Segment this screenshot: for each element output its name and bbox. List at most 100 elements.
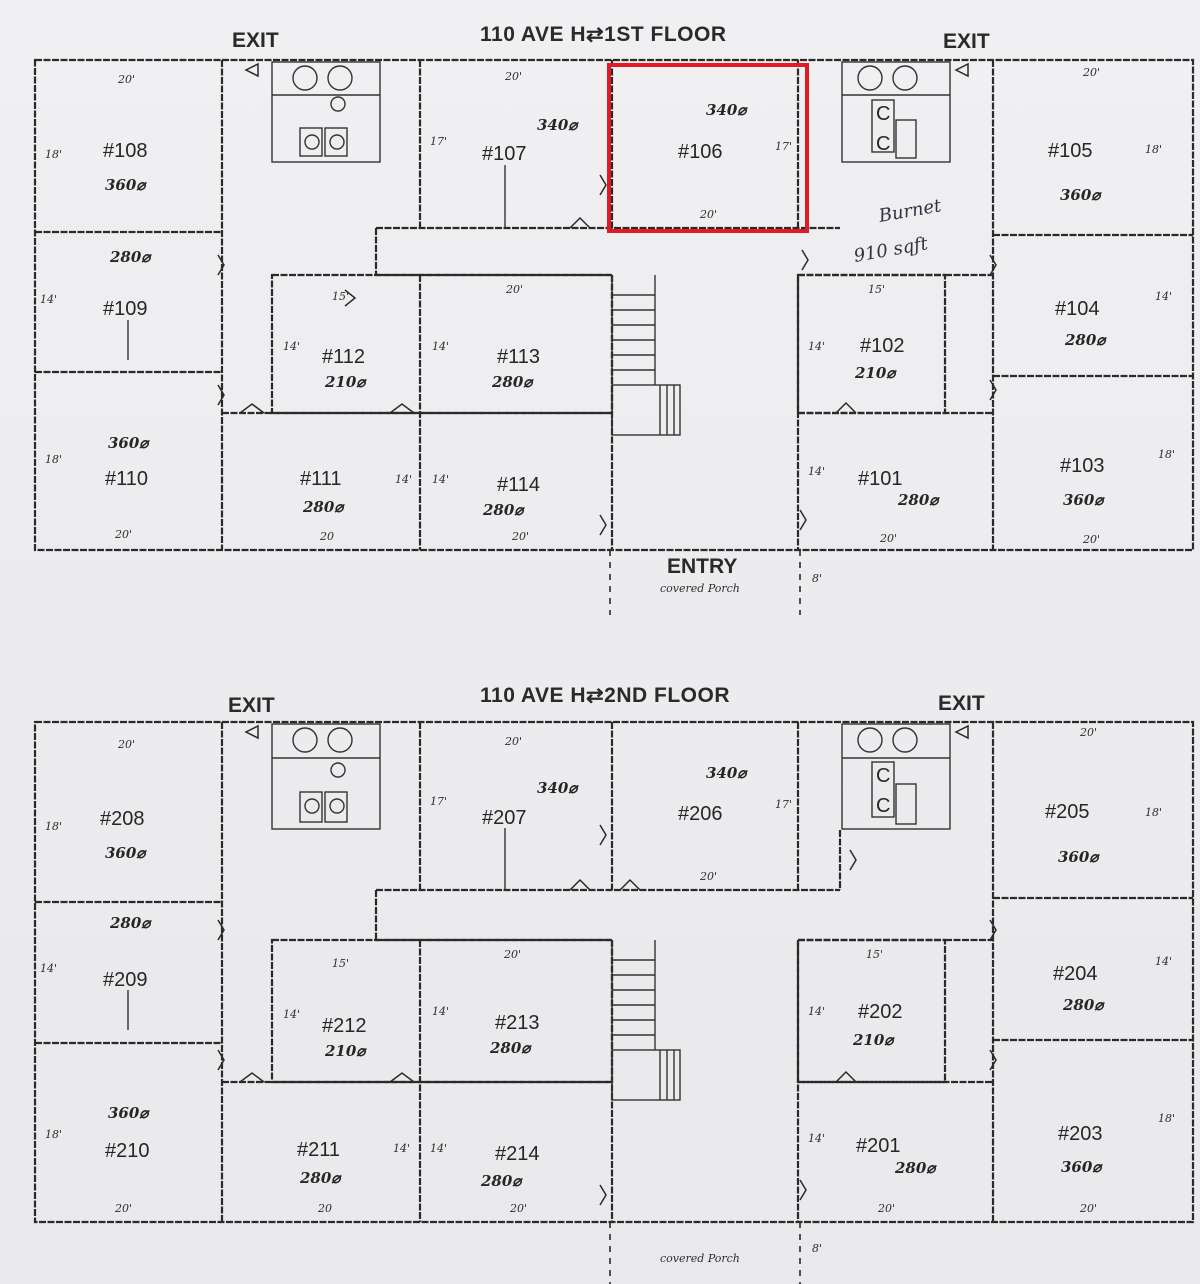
room-number: #210	[105, 1140, 150, 1162]
room-area: 360⌀	[1063, 491, 1105, 509]
room-dim-depth: 18'	[1158, 448, 1175, 461]
room-209: #209 280⌀ 14'	[40, 914, 152, 991]
room-area: 280⌀	[480, 1172, 523, 1190]
room-210: #210 360⌀ 20' 18'	[45, 1104, 150, 1215]
room-212: #212 210⌀ 15' 14'	[283, 957, 367, 1060]
room-105: #105 360⌀ 20' 18'	[1048, 66, 1162, 204]
room-dim-depth: 14'	[808, 1005, 825, 1018]
room-number: #205	[1045, 801, 1090, 823]
room-area: 210⌀	[324, 373, 367, 391]
room-dim-width: 20'	[117, 73, 135, 86]
room-number: #213	[495, 1012, 540, 1034]
room-dim-depth: 18'	[45, 1128, 62, 1141]
room-area: 360⌀	[1060, 186, 1102, 204]
room-dim-depth: 14'	[430, 1142, 447, 1155]
room-dim-width: 20'	[504, 70, 522, 83]
room-dim-width: 20	[317, 1202, 332, 1215]
room-area: 340⌀	[537, 116, 579, 134]
room-dim-depth: 14'	[283, 1008, 300, 1021]
svg-text:C: C	[876, 765, 890, 787]
room-dim-depth: 14'	[808, 1132, 825, 1145]
room-204: #204 280⌀ 14'	[1053, 955, 1172, 1014]
room-dim-width: 20'	[114, 528, 132, 541]
room-area: 210⌀	[852, 1031, 895, 1049]
room-dim-depth: 14'	[808, 340, 825, 353]
room-214: #214 280⌀ 20' 14'	[430, 1142, 540, 1215]
room-108: #108 360⌀ 20' 18'	[45, 73, 148, 194]
room-dim-width: 20'	[509, 1202, 527, 1215]
room-207: #207 340⌀ 20' 17'	[430, 735, 579, 829]
room-number: #208	[100, 808, 145, 830]
room-number: #106	[678, 141, 723, 163]
room-dim-depth: 18'	[45, 148, 62, 161]
room-area: 360⌀	[108, 434, 150, 452]
room-dim-depth: 14'	[432, 473, 449, 486]
room-dim-width: 20'	[511, 530, 529, 543]
room-dim-width: 20'	[1082, 533, 1100, 546]
room-205: #205 360⌀ 20' 18'	[1045, 726, 1162, 866]
room-dim-depth: 17'	[775, 140, 792, 153]
room-114: #114 280⌀ 20' 14'	[432, 473, 540, 543]
room-number: #212	[322, 1015, 367, 1037]
room-103: #103 360⌀ 20' 18'	[1060, 448, 1175, 546]
room-number: #202	[858, 1001, 903, 1023]
room-number: #207	[482, 807, 527, 829]
room-area: 360⌀	[1058, 848, 1100, 866]
room-203: #203 360⌀ 20' 18'	[1058, 1112, 1175, 1215]
room-number: #105	[1048, 140, 1093, 162]
room-111: #111 280⌀ 20 14'	[300, 468, 412, 543]
room-113: #113 280⌀ 20' 14'	[432, 283, 540, 391]
room-112: #112 210⌀ 15' 14'	[283, 290, 367, 391]
room-area: 360⌀	[105, 844, 147, 862]
room-number: #112	[322, 346, 365, 368]
room-area: 280⌀	[482, 501, 525, 519]
room-201: #201 280⌀ 20' 14'	[808, 1132, 937, 1215]
room-area: 280⌀	[894, 1159, 937, 1177]
room-dim-width: 15'	[332, 957, 349, 970]
room-number: #104	[1055, 298, 1100, 320]
room-dim-width: 20'	[877, 1202, 895, 1215]
room-dim-depth: 14'	[432, 340, 449, 353]
room-dim-depth: 14'	[283, 340, 300, 353]
stairs-second-floor	[611, 940, 681, 1101]
room-area: 280⌀	[897, 491, 940, 509]
room-213: #213 280⌀ 20' 14'	[432, 948, 540, 1057]
second-floor-plan: C C	[33, 720, 1195, 1284]
room-dim-width: 20'	[699, 208, 717, 221]
room-dim-depth: 18'	[1145, 143, 1162, 156]
exit-label-left-2f: EXIT	[228, 694, 275, 717]
room-dim-width: 20'	[1079, 726, 1097, 739]
room-number: #101	[858, 468, 903, 490]
room-dim-depth: 17'	[430, 795, 447, 808]
handwritten-note: Burnet	[876, 195, 943, 227]
room-208: #208 360⌀ 20' 18'	[45, 738, 147, 862]
room-number: #102	[860, 335, 905, 357]
room-area: 340⌀	[706, 101, 748, 119]
room-area: 280⌀	[489, 1039, 532, 1057]
room-number: #211	[297, 1139, 340, 1161]
room-number: #113	[497, 346, 540, 368]
room-dim-width: 20'	[1079, 1202, 1097, 1215]
room-211: #211 280⌀ 20 14'	[297, 1139, 410, 1215]
svg-text:C: C	[876, 103, 890, 125]
room-number: #107	[482, 143, 527, 165]
room-area: 360⌀	[1061, 1158, 1103, 1176]
room-area: 280⌀	[109, 248, 152, 266]
room-dim-depth: 14'	[1155, 290, 1172, 303]
room-dim-width: 20'	[505, 283, 523, 296]
room-101: #101 280⌀ 20' 14'	[808, 465, 940, 545]
room-dim-width: 20'	[114, 1202, 132, 1215]
handwritten-sqft: 910 sqft	[852, 233, 930, 267]
highlight-room-106	[607, 63, 809, 233]
room-area: 210⌀	[854, 364, 897, 382]
room-202: #202 210⌀ 15' 14'	[808, 948, 903, 1049]
room-dim-depth: 17'	[775, 798, 792, 811]
room-dim-width: 20'	[879, 532, 897, 545]
room-number: #214	[495, 1143, 540, 1165]
entry-label: ENTRY	[667, 555, 737, 578]
room-109: #109 280⌀ 14'	[40, 248, 152, 320]
room-number: #201	[856, 1135, 901, 1157]
stairs-first-floor	[611, 275, 681, 436]
